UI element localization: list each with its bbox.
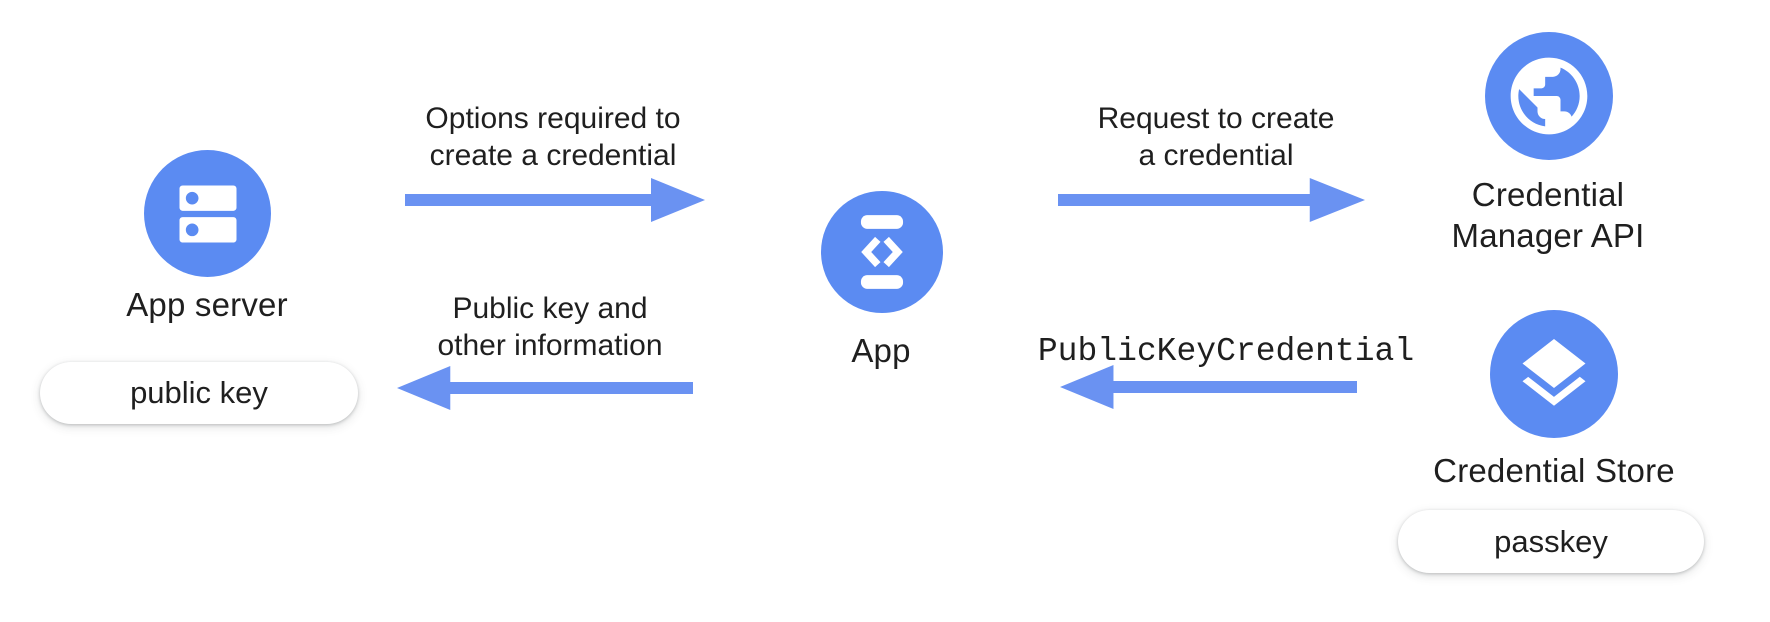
credential-manager-api-label: Credential Manager API	[1398, 174, 1698, 256]
options-arrow-label: Options required to create a credential	[373, 100, 733, 174]
phone-code-icon	[855, 212, 909, 292]
public-key-info-arrow-label-line1: Public key and	[452, 292, 648, 325]
credential-manager-api-node	[1485, 32, 1613, 160]
passkey-pill: passkey	[1398, 510, 1704, 573]
options-arrow-label-line1: Options required to	[425, 102, 681, 135]
arrow-right-icon	[405, 178, 705, 222]
app-node	[821, 191, 943, 313]
globe-icon	[1503, 50, 1595, 142]
credential-manager-api-label-line2: Manager API	[1451, 217, 1645, 254]
credential-manager-api-label-line1: Credential	[1471, 176, 1625, 213]
public-key-info-arrow-label: Public key and other information	[370, 290, 730, 364]
arrow-left-icon	[397, 366, 693, 410]
app-server-label: App server	[126, 286, 288, 323]
app-server-node	[144, 150, 271, 277]
options-arrow-label-line2: create a credential	[429, 139, 677, 172]
credential-store-label: Credential Store	[1433, 452, 1675, 489]
public-key-pill-label: public key	[130, 375, 268, 410]
credential-store-node	[1490, 310, 1618, 438]
request-arrow-label-line2: a credential	[1138, 139, 1294, 172]
arrow-right-icon	[1058, 178, 1365, 222]
public-key-info-arrow-label-line2: other information	[437, 329, 663, 362]
app-label: App	[851, 332, 911, 369]
passkey-pill-label: passkey	[1494, 523, 1608, 559]
layers-icon	[1512, 332, 1596, 416]
request-arrow-label: Request to create a credential	[1036, 100, 1396, 174]
server-icon	[170, 176, 246, 252]
publickeycredential-arrow-label: PublicKeyCredential	[1037, 333, 1415, 370]
public-key-pill: public key	[40, 362, 358, 424]
arrow-left-icon	[1060, 365, 1357, 409]
request-arrow-label-line1: Request to create	[1097, 102, 1335, 135]
